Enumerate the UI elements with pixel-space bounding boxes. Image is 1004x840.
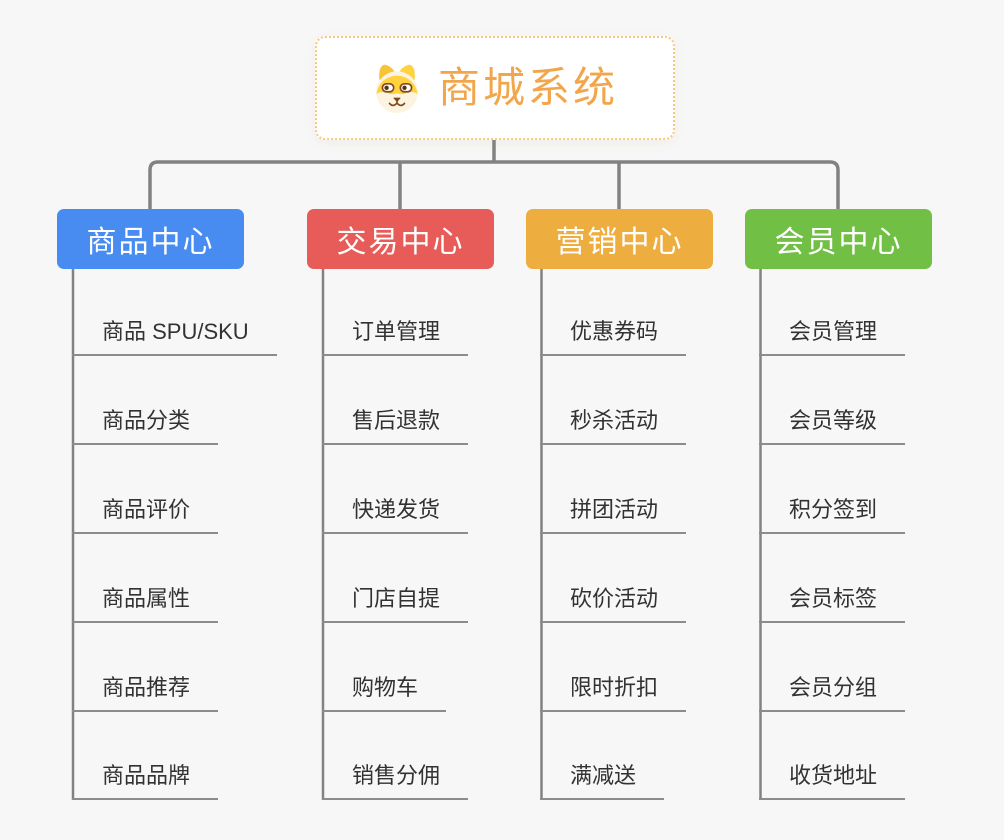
branch-node-product-center[interactable]: 商品中心 — [57, 209, 244, 269]
leaf-node[interactable]: 会员管理 — [759, 319, 906, 356]
leaf-node[interactable]: 优惠券码 — [540, 319, 687, 356]
leaf-node[interactable]: 订单管理 — [322, 319, 469, 356]
root-node[interactable]: 商城系统 — [315, 36, 675, 140]
dog-face-icon — [376, 64, 418, 113]
branch-node-trade-center[interactable]: 交易中心 — [307, 209, 494, 269]
leaf-node[interactable]: 拼团活动 — [540, 497, 687, 534]
leaf-node[interactable]: 收货地址 — [759, 763, 906, 800]
leaf-node[interactable]: 会员等级 — [759, 408, 906, 445]
leaf-node[interactable]: 商品 SPU/SKU — [72, 319, 277, 356]
leaf-node[interactable]: 会员分组 — [759, 675, 906, 712]
leaf-node[interactable]: 商品分类 — [72, 408, 219, 445]
leaf-node[interactable]: 商品属性 — [72, 586, 219, 623]
branch-node-member-center[interactable]: 会员中心 — [745, 209, 932, 269]
leaf-node[interactable]: 商品推荐 — [72, 675, 219, 712]
leaf-node[interactable]: 门店自提 — [322, 586, 469, 623]
leaf-node[interactable]: 秒杀活动 — [540, 408, 687, 445]
leaf-node[interactable]: 销售分佣 — [322, 763, 469, 800]
leaf-node[interactable]: 限时折扣 — [540, 675, 687, 712]
leaf-node[interactable]: 购物车 — [322, 675, 447, 712]
leaf-node[interactable]: 快递发货 — [322, 497, 469, 534]
branch-node-marketing-center[interactable]: 营销中心 — [526, 209, 713, 269]
leaf-node[interactable]: 会员标签 — [759, 586, 906, 623]
leaf-node[interactable]: 商品品牌 — [72, 763, 219, 800]
leaf-node[interactable]: 满减送 — [540, 763, 665, 800]
root-title: 商城系统 — [437, 64, 618, 111]
leaf-node[interactable]: 售后退款 — [322, 408, 469, 445]
leaf-node[interactable]: 商品评价 — [72, 497, 219, 534]
leaf-node[interactable]: 砍价活动 — [540, 586, 687, 623]
leaf-node[interactable]: 积分签到 — [759, 497, 906, 534]
